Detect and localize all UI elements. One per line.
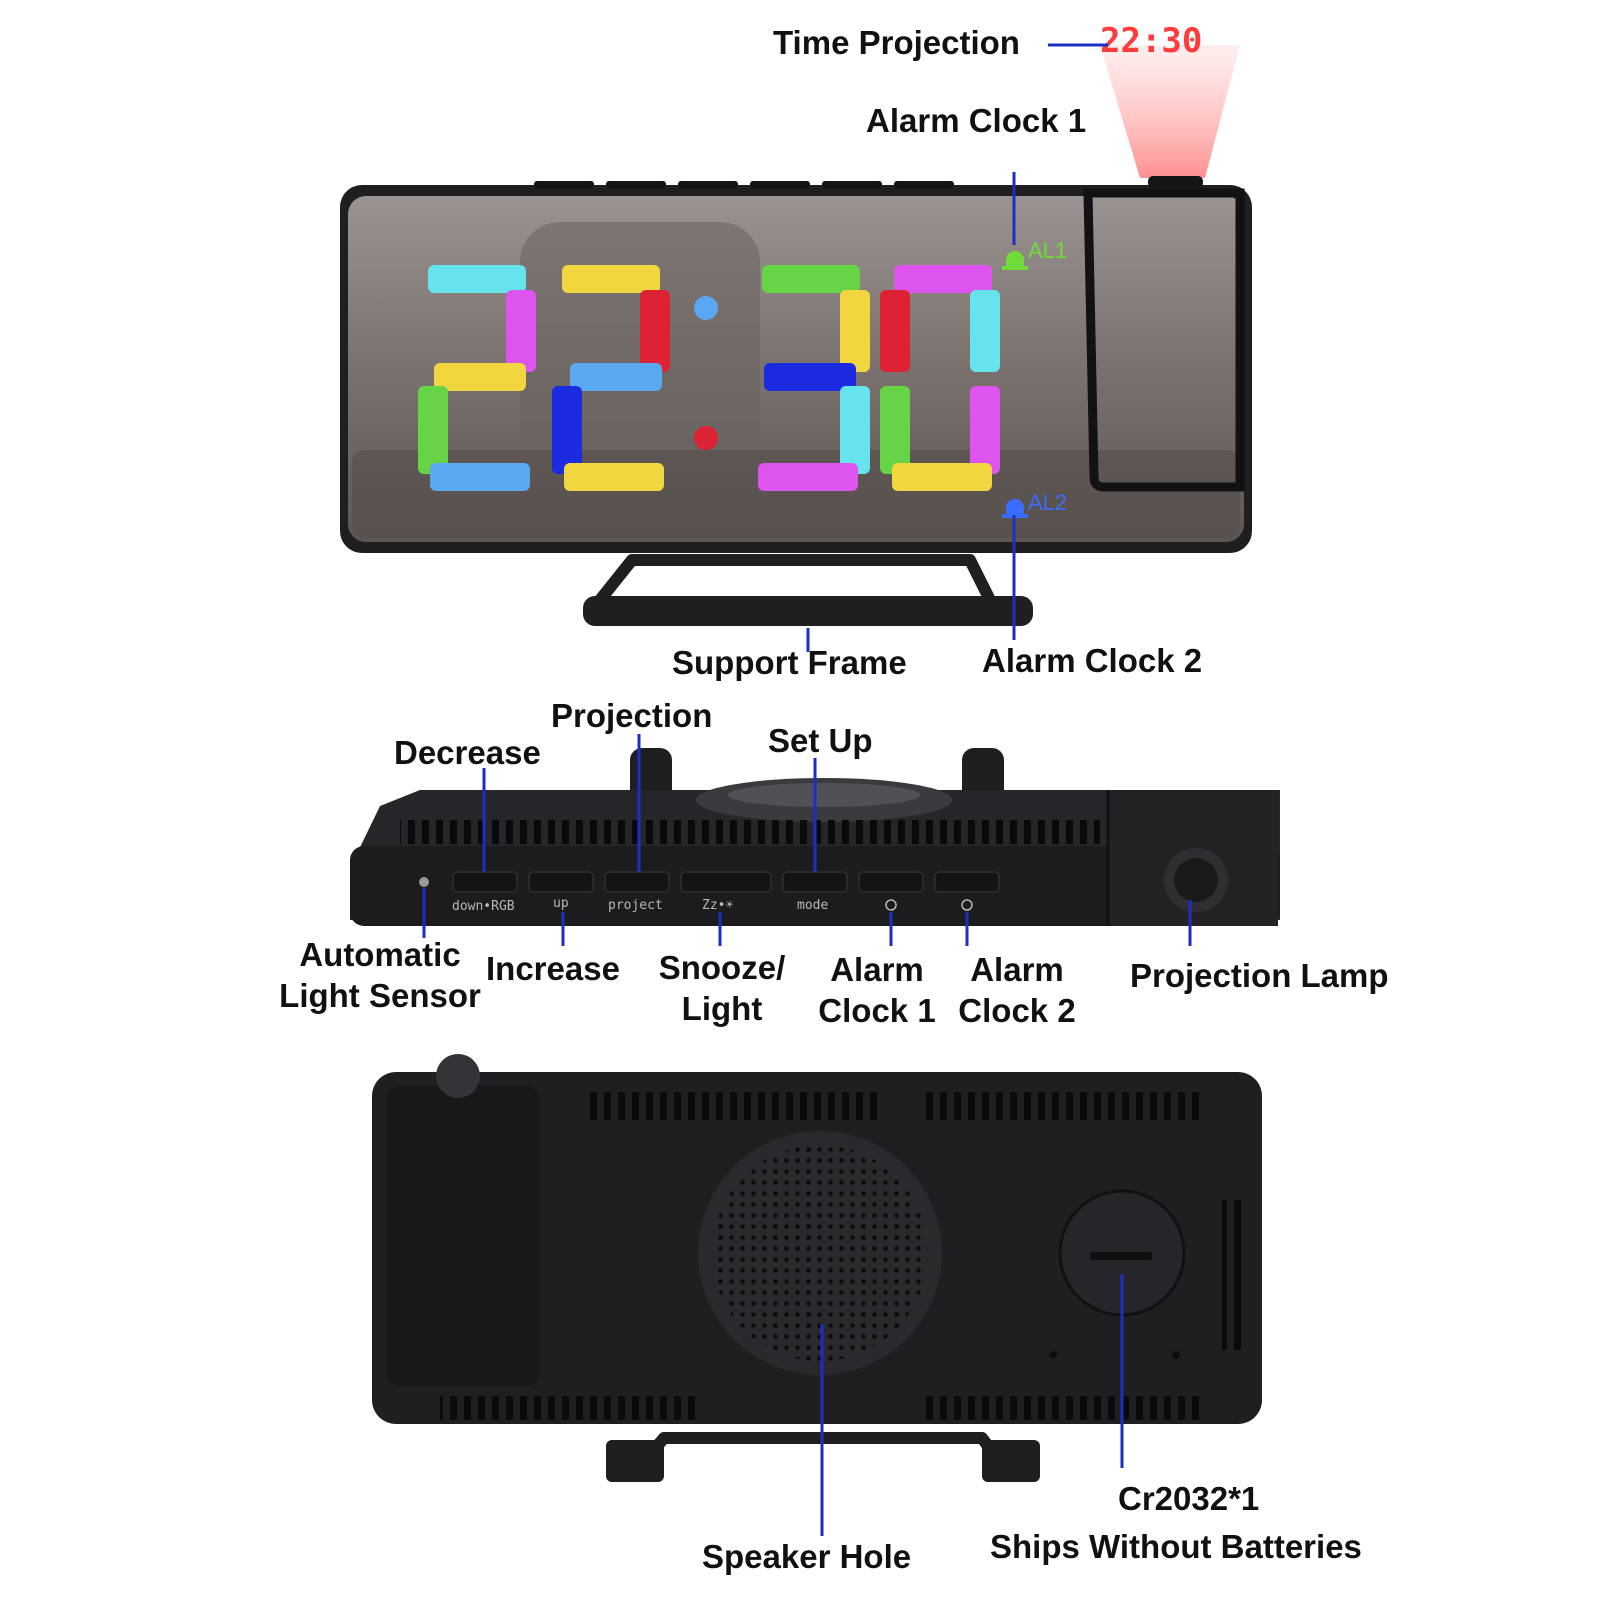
project-legend: project bbox=[608, 898, 663, 913]
stand-post-right bbox=[962, 748, 1004, 802]
label-ships-without-batteries: Ships Without Batteries bbox=[990, 1528, 1362, 1565]
label-snooze: Snooze/ bbox=[658, 949, 786, 986]
support-stand bbox=[583, 554, 1033, 626]
label-alarm-clock-1-top: Alarm Clock 1 bbox=[866, 102, 1087, 139]
digit-hour-units bbox=[552, 265, 670, 491]
al2-indicator: AL2 bbox=[1002, 490, 1067, 518]
label-alarm-1-l2: Clock 1 bbox=[818, 992, 936, 1030]
button-row bbox=[452, 871, 1000, 893]
back-vents-side bbox=[1222, 1200, 1246, 1350]
front-pointers bbox=[806, 43, 1108, 652]
mode-button[interactable] bbox=[782, 871, 848, 893]
down-rgb-button[interactable] bbox=[452, 871, 518, 893]
front-view: 22:30 bbox=[340, 21, 1252, 652]
label-battery: Cr2032*1 bbox=[1118, 1480, 1260, 1517]
label-projection-lamp: Projection Lamp bbox=[1130, 957, 1389, 994]
projector-knob bbox=[436, 1054, 480, 1098]
top-view: down•RGB up project Zz•☀ mode bbox=[350, 734, 1280, 946]
label-time-projection: Time Projection bbox=[773, 24, 1020, 61]
label-alarm-clock-1: Alarm Clock 1 bbox=[812, 949, 942, 1032]
project-button[interactable] bbox=[604, 871, 670, 893]
digit-minute-units bbox=[880, 265, 1000, 491]
label-alarm-1-l1: Alarm bbox=[830, 951, 924, 988]
alarm-1-button[interactable] bbox=[858, 871, 924, 893]
label-snooze-light: Snooze/ Light bbox=[652, 947, 792, 1030]
label-speaker-hole: Speaker Hole bbox=[702, 1538, 912, 1575]
label-light: Light bbox=[681, 990, 763, 1028]
digit-hour-tens bbox=[418, 265, 536, 491]
back-pointers bbox=[820, 1274, 1124, 1536]
snooze-light-button[interactable] bbox=[680, 871, 772, 893]
mode-legend: mode bbox=[797, 898, 828, 913]
button-legends: down•RGB up project Zz•☀ mode bbox=[452, 896, 973, 914]
label-alarm-clock-2: Alarm Clock 2 bbox=[952, 949, 1082, 1032]
up-button[interactable] bbox=[528, 871, 594, 893]
al2-label: AL2 bbox=[1028, 490, 1067, 515]
speaker-top-grill bbox=[728, 783, 920, 807]
projector-lens-top bbox=[1148, 176, 1203, 188]
label-support-frame: Support Frame bbox=[672, 644, 907, 681]
alarm-2-button[interactable] bbox=[934, 871, 1000, 893]
top-pointers bbox=[422, 734, 1192, 946]
label-alarm-2-l2: Clock 2 bbox=[958, 992, 1076, 1030]
up-legend: up bbox=[553, 896, 569, 911]
label-alarm-clock-2-top: Alarm Clock 2 bbox=[982, 642, 1203, 679]
top-button-ridges bbox=[534, 181, 954, 189]
al1-label: AL1 bbox=[1028, 238, 1067, 263]
alarm-1-icon bbox=[1002, 251, 1028, 270]
battery-slot bbox=[1090, 1252, 1152, 1260]
label-automatic: Automatic bbox=[299, 936, 461, 973]
back-panel-left bbox=[386, 1086, 540, 1386]
back-vents-bottom-right bbox=[920, 1396, 1200, 1420]
digit-minute-tens bbox=[758, 265, 870, 491]
back-vents-top-left bbox=[590, 1092, 880, 1120]
light-sensor bbox=[419, 877, 429, 887]
label-increase: Increase bbox=[486, 950, 620, 987]
projection-beam bbox=[1100, 45, 1240, 178]
label-decrease: Decrease bbox=[394, 734, 541, 771]
back-vents-top-right bbox=[920, 1092, 1200, 1120]
back-view bbox=[372, 1054, 1262, 1536]
projected-time: 22:30 bbox=[1100, 21, 1202, 61]
top-vents bbox=[400, 820, 1100, 844]
alarm-1-icon-small bbox=[885, 899, 897, 911]
alarm-2-icon bbox=[1002, 499, 1028, 518]
label-light-sensor: Light Sensor bbox=[279, 977, 481, 1015]
label-set-up: Set Up bbox=[768, 722, 873, 759]
colon-top bbox=[694, 296, 718, 320]
time-display bbox=[418, 265, 1000, 491]
colon-bottom bbox=[694, 426, 718, 450]
back-vents-bottom-left bbox=[440, 1396, 700, 1420]
snooze-legend: Zz•☀ bbox=[702, 898, 733, 913]
projector-housing bbox=[1083, 188, 1245, 492]
alarm-2-icon-small bbox=[961, 899, 973, 911]
label-alarm-2-l1: Alarm bbox=[970, 951, 1064, 988]
al1-indicator: AL1 bbox=[1002, 238, 1067, 270]
label-automatic-light-sensor: Automatic Light Sensor bbox=[266, 934, 494, 1017]
speaker-grill bbox=[712, 1145, 928, 1361]
down-rgb-legend: down•RGB bbox=[452, 899, 515, 914]
label-projection: Projection bbox=[551, 697, 713, 734]
